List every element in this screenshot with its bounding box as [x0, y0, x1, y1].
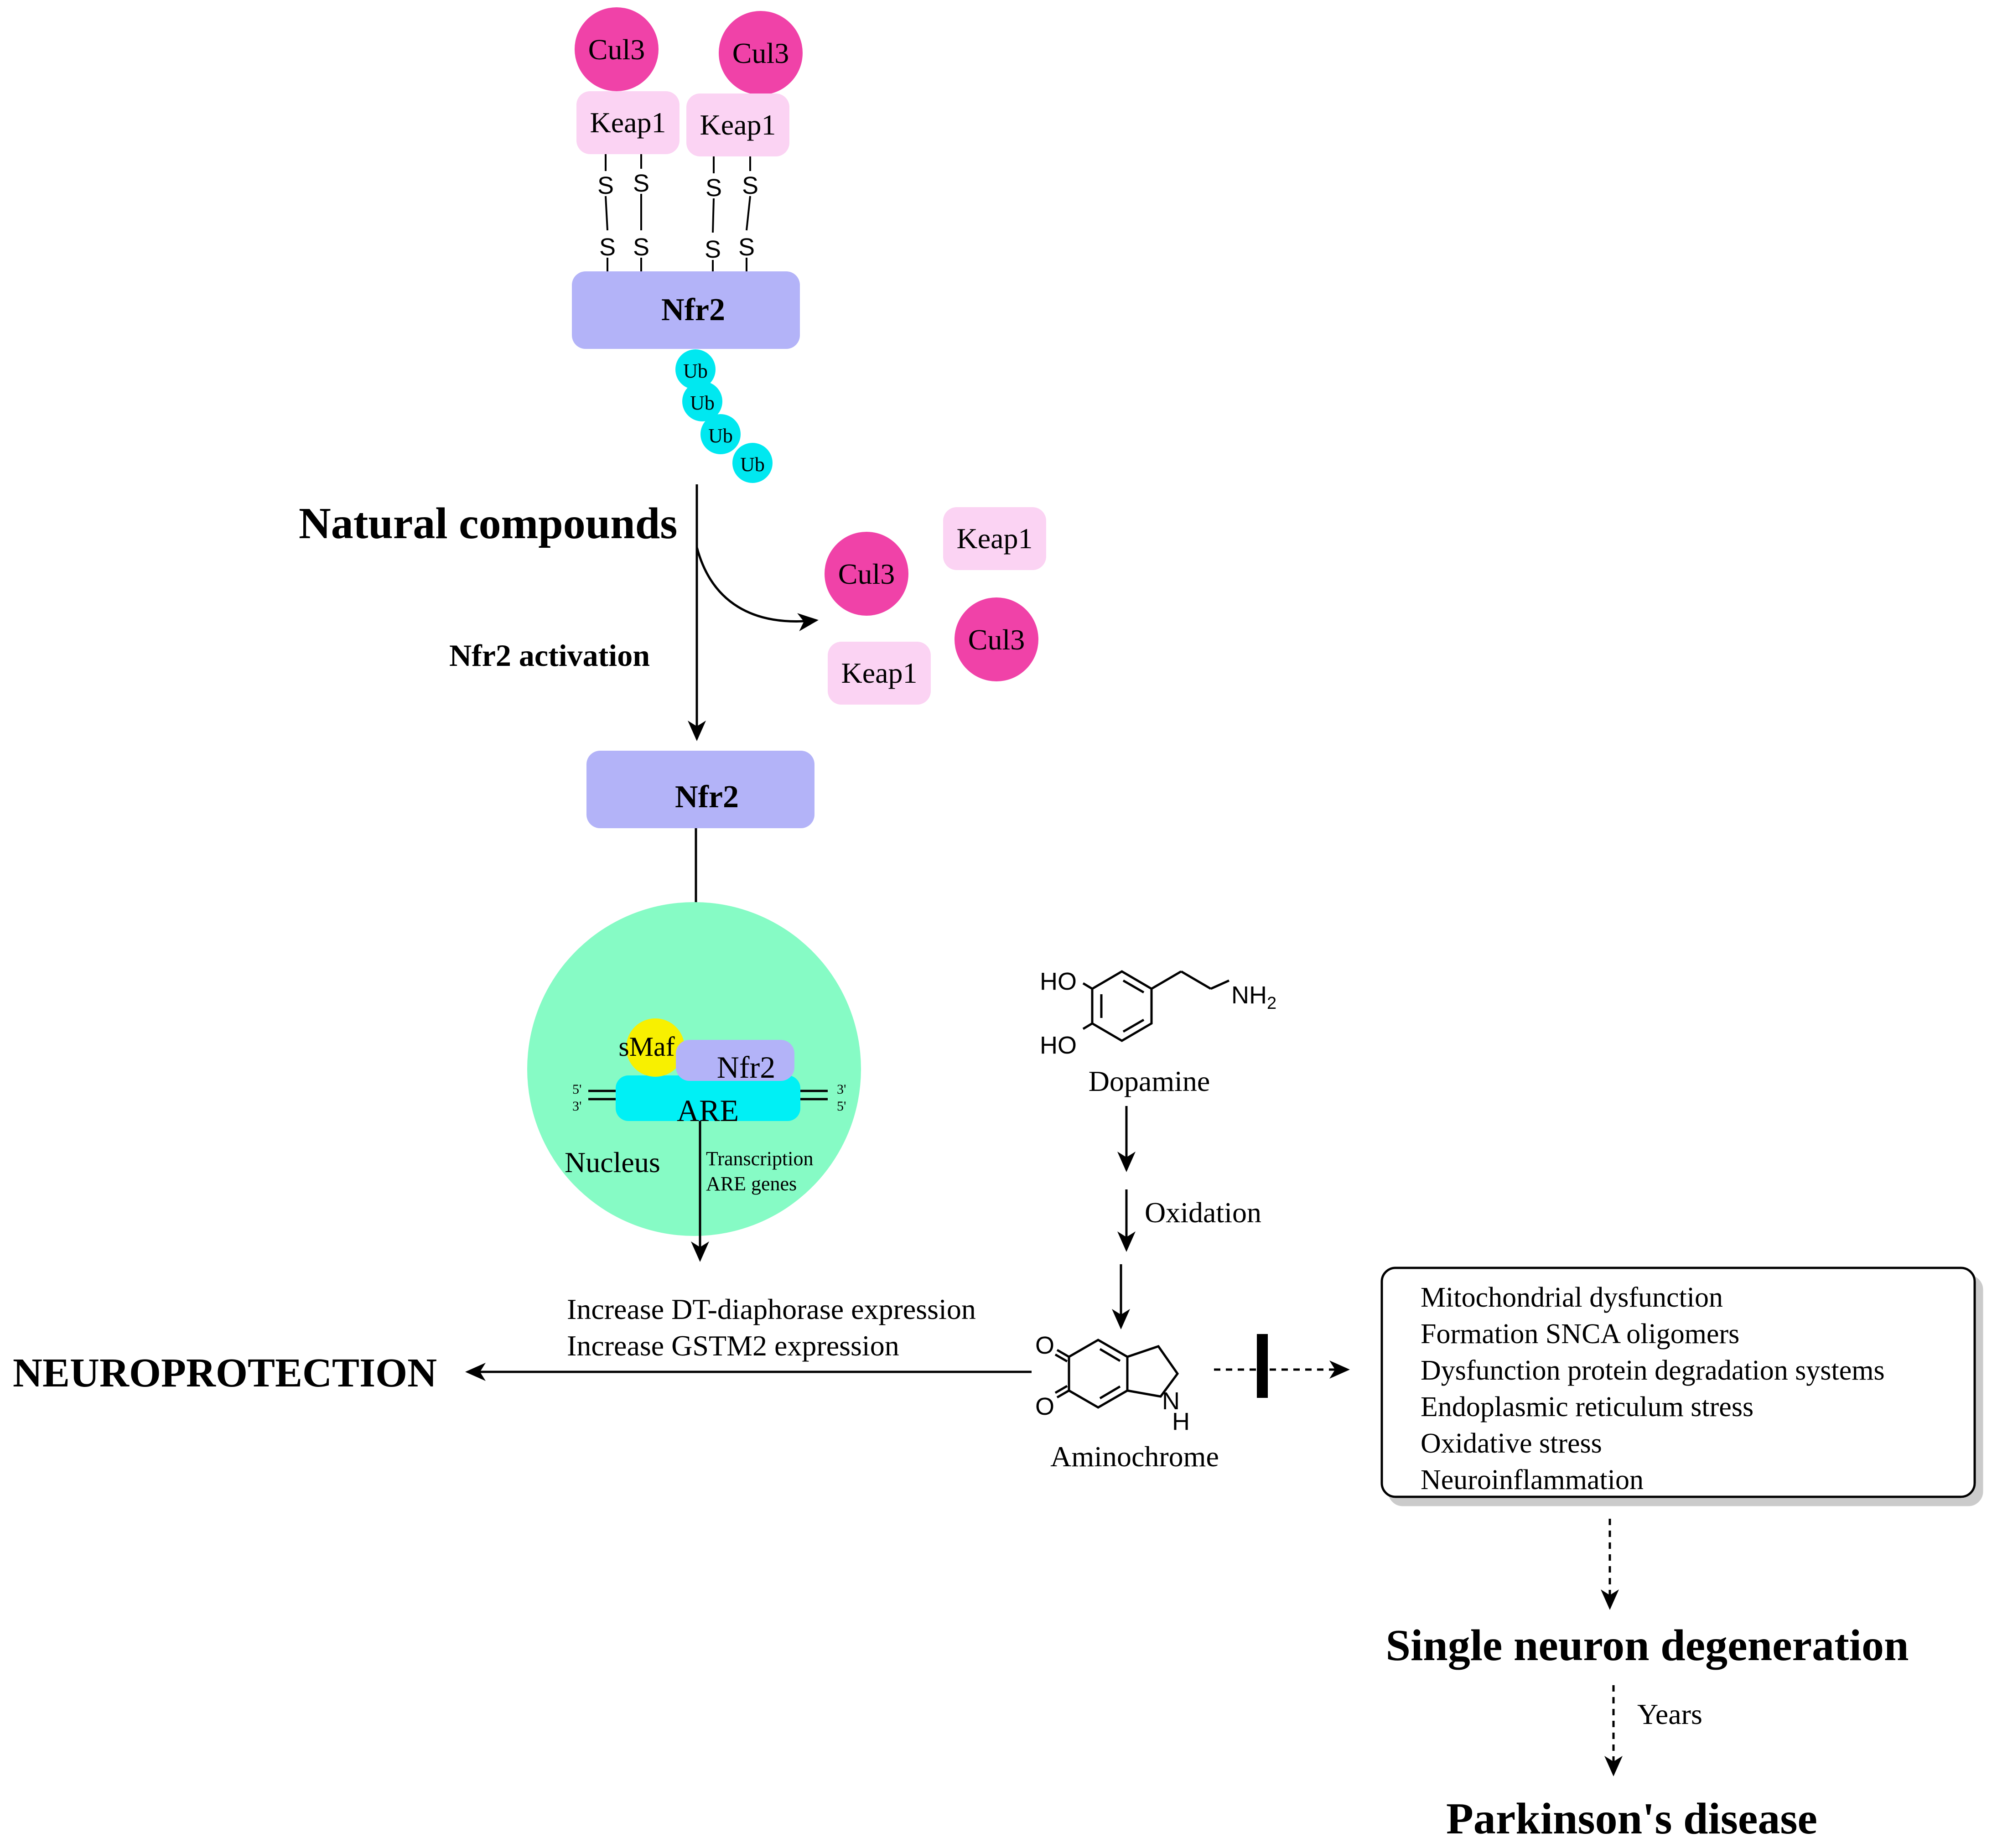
aminochrome-oxygen-bottom: O [1035, 1393, 1054, 1420]
cul3-circle-2 [719, 11, 803, 95]
nfr2-box-free [586, 751, 814, 828]
keap1-free-label-1: Keap1 [956, 522, 1032, 555]
sulfur-2b: S [633, 234, 649, 261]
sulfur-3a: S [706, 174, 722, 202]
transcription-label-line2: ARE genes [706, 1173, 797, 1195]
keap1-label-2: Keap1 [700, 109, 776, 141]
nfr2-box-bound [572, 271, 800, 349]
sulfur-4a: S [742, 172, 758, 199]
effect-item: Mitochondrial dysfunction [1421, 1282, 1723, 1313]
dna-3prime-right: 3' [837, 1082, 846, 1097]
years-label: Years [1637, 1698, 1702, 1730]
ub-label-1: Ub [683, 360, 708, 382]
nfr2-nuclear-label: Nfr2 [717, 1050, 775, 1085]
aminochrome-structure [1054, 1339, 1179, 1409]
nfr2-label-free: Nfr2 [675, 779, 739, 815]
effects-box [1380, 1267, 1976, 1498]
transcription-label-line1: Transcription [706, 1147, 814, 1170]
effect-item: Neuroinflammation [1421, 1464, 1644, 1495]
cul3-free-1 [825, 532, 908, 616]
nucleus-label: Nucleus [565, 1146, 660, 1178]
aminochrome-hydrogen: H [1172, 1408, 1190, 1435]
ubiquitin-chain: Ub Ub Ub Ub [675, 349, 773, 483]
dna-5prime-right: 5' [837, 1099, 846, 1114]
are-element [616, 1075, 800, 1121]
cul3-label-2: Cul3 [732, 37, 789, 69]
cul3-circle-1 [575, 7, 659, 91]
neuroprotection-label: NEUROPROTECTION [13, 1350, 437, 1396]
cul3-keap1-complex: Cul3 Cul3 Keap1 Keap1 S S S S S S [572, 7, 803, 483]
keap1-free-2 [828, 642, 931, 705]
dopamine-structure [1082, 970, 1230, 1042]
nfr2-activation-label: Nfr2 activation [449, 638, 650, 673]
dopamine-nh2: NH2 [1231, 981, 1276, 1013]
ub-label-3: Ub [708, 425, 733, 447]
keap1-free-1 [943, 507, 1046, 570]
keap1-label-1: Keap1 [590, 106, 666, 139]
dna-5prime-left: 5' [572, 1082, 581, 1097]
disulfide-bonds [605, 154, 751, 271]
sulfur-3b: S [705, 236, 721, 263]
dopamine-ho-top: HO [1040, 968, 1077, 995]
effect-item: Formation SNCA oligomers [1421, 1319, 1739, 1350]
single-neuron-label: Single neuron degeneration [1385, 1621, 1909, 1670]
cul3-free-label-2: Cul3 [968, 623, 1025, 656]
oxidation-label: Oxidation [1145, 1196, 1261, 1229]
sulfur-4b: S [738, 234, 755, 261]
aminochrome-nitrogen: N [1162, 1387, 1180, 1415]
dna-3prime-left: 3' [572, 1099, 581, 1114]
sulfur-1a: S [597, 172, 614, 199]
released-complex: Cul3 Cul3 Keap1 Keap1 [825, 507, 1046, 705]
keap1-box-1 [576, 91, 680, 154]
effects-list: Mitochondrial dysfunction Formation SNCA… [1421, 1282, 1885, 1495]
sulfur-2a: S [633, 170, 649, 197]
dna-strands [588, 1090, 828, 1100]
dopamine-label: Dopamine [1089, 1065, 1210, 1097]
cul3-free-2 [954, 597, 1038, 681]
nfr2-label-bound: Nfr2 [661, 292, 725, 327]
smaf-circle [626, 1018, 685, 1077]
sulfur-1b: S [599, 234, 616, 261]
are-label: ARE [677, 1093, 739, 1128]
ub-label-4: Ub [740, 453, 765, 476]
parkinsons-label: Parkinson's disease [1446, 1794, 1817, 1843]
nfr2-nuclear-box [676, 1040, 794, 1081]
aminochrome-oxygen-top: O [1035, 1332, 1054, 1359]
effect-item: Dysfunction protein degradation systems [1421, 1355, 1885, 1386]
nucleus: sMaf Nfr2 ARE 5' 3' 3' 5' Nucleus Transc… [527, 902, 861, 1262]
effect-item: Endoplasmic reticulum stress [1421, 1391, 1753, 1422]
keap1-box-2 [686, 93, 789, 156]
inhibition-bar [1257, 1334, 1268, 1398]
cul3-free-label-1: Cul3 [838, 558, 895, 590]
keap1-free-label-2: Keap1 [841, 657, 917, 689]
smaf-label: sMaf [618, 1032, 674, 1062]
effect-item: Oxidative stress [1421, 1428, 1602, 1459]
increase-dt-label: Increase DT-diaphorase expression [567, 1293, 976, 1325]
cul3-label-1: Cul3 [588, 33, 645, 66]
release-arrow [695, 547, 819, 632]
dopamine-ho-bottom: HO [1040, 1032, 1077, 1059]
increase-gstm2-label: Increase GSTM2 expression [567, 1329, 899, 1362]
natural-compounds-label: Natural compounds [299, 499, 677, 548]
ub-label-2: Ub [690, 392, 715, 414]
aminochrome-label: Aminochrome [1050, 1440, 1219, 1473]
